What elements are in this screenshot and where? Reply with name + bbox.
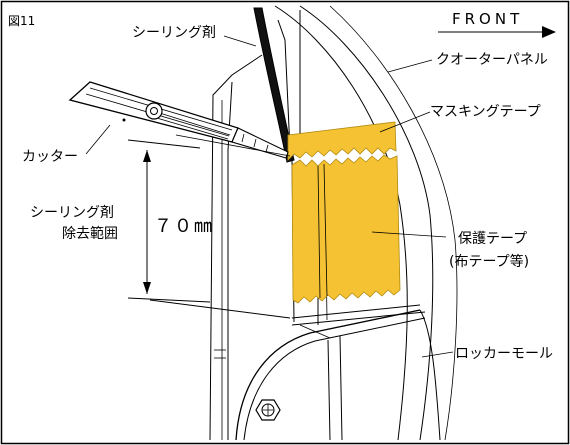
front-arrow [438,26,556,38]
label-protective-tape-2: (布テープ等) [449,253,529,270]
label-dimension: ７０㎜ [154,216,214,237]
cutter-tool [68,81,291,159]
label-quarter-panel: クオーターパネル [436,52,548,68]
label-protective-tape-1: 保護テープ [458,231,527,247]
figure-label: 図11 [8,14,35,28]
masking-tape [287,121,397,161]
label-removal-range-2: 除去範囲 [62,225,118,242]
label-cutter: カッター [22,149,78,165]
label-removal-range-1: シーリング剤 [30,205,114,221]
label-sealing-agent: シーリング剤 [132,25,216,41]
dimension-70mm [127,139,211,303]
protective-tape [291,154,401,304]
label-rocker-molding: ロッカーモール [455,346,553,362]
leader-lines [85,35,454,358]
front-label: FRONT [452,10,523,28]
label-masking-tape: マスキングテープ [430,104,541,120]
bolt-icon [255,399,281,421]
sealing-bead [253,7,295,163]
